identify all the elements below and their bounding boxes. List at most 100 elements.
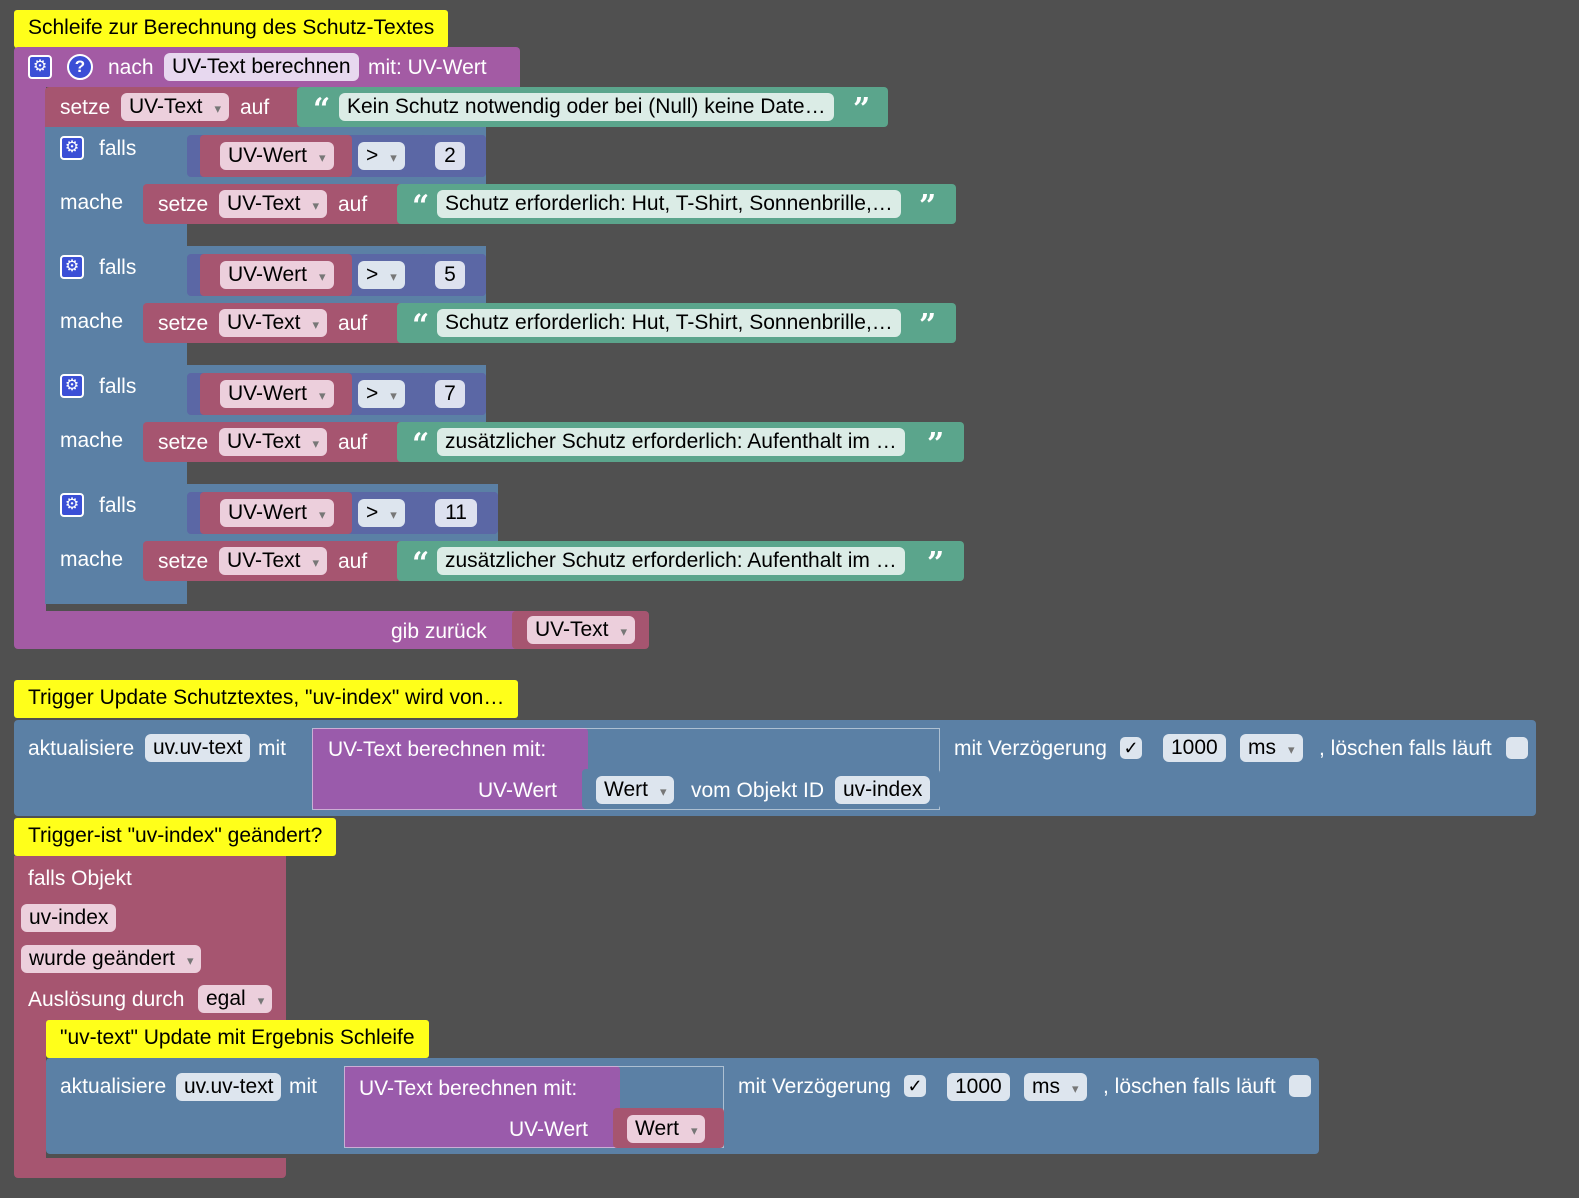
falls-label: falls [99, 494, 137, 517]
inner-unit-dropdown[interactable]: ms [1024, 1073, 1087, 1101]
compare-variable-dropdown[interactable]: UV-Wert [220, 499, 334, 527]
update-mit-label: mit [258, 737, 286, 760]
gear-icon[interactable]: ⚙ [60, 493, 84, 517]
gear-icon[interactable]: ⚙ [60, 136, 84, 160]
delay-value-field[interactable]: 1000 [1163, 734, 1226, 762]
auf-label: auf [338, 312, 368, 335]
number-field[interactable]: 11 [435, 499, 477, 527]
update-target-field[interactable]: uv.uv-text [145, 734, 251, 762]
if-block-footer [45, 581, 187, 603]
operator-dropdown[interactable]: > [358, 499, 405, 527]
text-field[interactable]: Schutz erforderlich: Hut, T-Shirt, Sonne… [437, 309, 901, 337]
compare-variable-dropdown[interactable]: UV-Wert [220, 142, 334, 170]
vom-objekt-label: vom Objekt ID [691, 779, 825, 802]
text-field[interactable]: Kein Schutz notwendig oder bei (Null) ke… [339, 93, 834, 121]
auf-label: auf [338, 431, 368, 454]
inner-delay-value-field[interactable]: 1000 [947, 1073, 1010, 1101]
inner-clear-checkbox[interactable] [1289, 1075, 1311, 1097]
falls-label: falls [99, 256, 137, 279]
inner-wert-dropdown[interactable]: Wert [627, 1115, 706, 1143]
number-field[interactable]: 2 [435, 142, 465, 170]
gear-icon[interactable]: ⚙ [60, 374, 84, 398]
trigger-block-footer [14, 1158, 286, 1178]
changed-dropdown[interactable]: wurde geändert [21, 945, 202, 973]
falls-objekt-label: falls Objekt [28, 867, 132, 890]
variable-dropdown[interactable]: UV-Text [121, 93, 230, 121]
setze-label: setze [158, 431, 209, 454]
inner-call-param-label: UV-Wert [509, 1118, 588, 1141]
mache-label: mache [60, 429, 124, 452]
text-field[interactable]: zusätzlicher Schutz erforderlich: Aufent… [437, 428, 905, 456]
function-comment[interactable]: Schleife zur Berechnung des Schutz-Texte… [14, 10, 449, 48]
close-quote-icon: ” [919, 189, 937, 224]
open-quote-icon: “ [313, 92, 331, 127]
close-quote-icon: ” [919, 308, 937, 343]
setze-label: setze [158, 312, 209, 335]
setze-label: setze [158, 193, 209, 216]
trigger-comment[interactable]: Trigger-ist "uv-index" geändert? [14, 818, 337, 856]
function-name-field[interactable]: UV-Text berechnen [164, 53, 359, 81]
inner-call-function-outline [344, 1066, 724, 1148]
open-quote-icon: “ [412, 427, 430, 462]
trigger-object-id-field[interactable]: uv-index [21, 904, 117, 932]
object-id-field[interactable]: uv-index [835, 776, 931, 804]
update-comment[interactable]: Trigger Update Schutztextes, "uv-index" … [14, 680, 519, 718]
inner-update-comment[interactable]: "uv-text" Update mit Ergebnis Schleife [46, 1020, 429, 1058]
close-quote-icon: ” [853, 92, 871, 127]
function-block-spine [14, 86, 46, 612]
variable-dropdown[interactable]: UV-Text [219, 309, 328, 337]
variable-dropdown[interactable]: UV-Text [219, 428, 328, 456]
inner-delay-label: mit Verzögerung [738, 1075, 891, 1098]
inner-delay-checkbox[interactable]: ✓ [904, 1075, 926, 1097]
inner-clear-label: , löschen falls läuft [1103, 1075, 1276, 1098]
unit-dropdown[interactable]: ms [1240, 734, 1303, 762]
number-field[interactable]: 7 [435, 380, 465, 408]
clear-label: , löschen falls läuft [1319, 737, 1492, 760]
function-block-footer [14, 611, 520, 649]
aktualisiere-label: aktualisiere [28, 737, 135, 760]
if-block-footer [45, 343, 187, 365]
inner-call-function-label: UV-Text berechnen mit: [359, 1077, 578, 1100]
inner-mit-label: mit [289, 1075, 317, 1098]
close-quote-icon: ” [927, 546, 945, 581]
call-function-outline [312, 728, 940, 810]
call-param-label: UV-Wert [478, 779, 557, 802]
gear-icon[interactable]: ⚙ [28, 55, 52, 79]
compare-variable-dropdown[interactable]: UV-Wert [220, 380, 334, 408]
trigger-block-spine [14, 1020, 46, 1160]
if-block-footer [45, 224, 187, 246]
operator-dropdown[interactable]: > [358, 261, 405, 289]
setze-label: setze [158, 550, 209, 573]
open-quote-icon: “ [412, 546, 430, 581]
egal-dropdown[interactable]: egal [198, 985, 273, 1013]
mache-label: mache [60, 191, 124, 214]
mache-label: mache [60, 548, 124, 571]
variable-dropdown[interactable]: UV-Text [219, 190, 328, 218]
if-block-footer [45, 462, 187, 484]
operator-dropdown[interactable]: > [358, 380, 405, 408]
compare-variable-dropdown[interactable]: UV-Wert [220, 261, 334, 289]
text-field[interactable]: Schutz erforderlich: Hut, T-Shirt, Sonne… [437, 190, 901, 218]
inner-update-target-field[interactable]: uv.uv-text [176, 1073, 282, 1101]
text-field[interactable]: zusätzlicher Schutz erforderlich: Aufent… [437, 547, 905, 575]
call-function-block[interactable] [312, 728, 588, 810]
setze-label: setze [60, 96, 111, 119]
auf-label: auf [338, 550, 368, 573]
open-quote-icon: “ [412, 189, 430, 224]
ausloesung-label: Auslösung durch [28, 988, 185, 1011]
variable-dropdown[interactable]: UV-Text [219, 547, 328, 575]
gear-icon[interactable]: ⚙ [60, 255, 84, 279]
mache-label: mache [60, 310, 124, 333]
delay-checkbox[interactable]: ✓ [1120, 737, 1142, 759]
operator-dropdown[interactable]: > [358, 142, 405, 170]
function-nach-label: nach [108, 56, 154, 79]
help-icon[interactable]: ? [67, 54, 93, 80]
wert-dropdown[interactable]: Wert [596, 776, 675, 804]
inner-call-function-block[interactable] [344, 1066, 620, 1148]
number-field[interactable]: 5 [435, 261, 465, 289]
delay-label: mit Verzögerung [954, 737, 1107, 760]
return-variable-dropdown[interactable]: UV-Text [527, 616, 636, 644]
close-quote-icon: ” [927, 427, 945, 462]
clear-checkbox[interactable] [1506, 737, 1528, 759]
function-params-label: mit: UV-Wert [368, 56, 487, 79]
